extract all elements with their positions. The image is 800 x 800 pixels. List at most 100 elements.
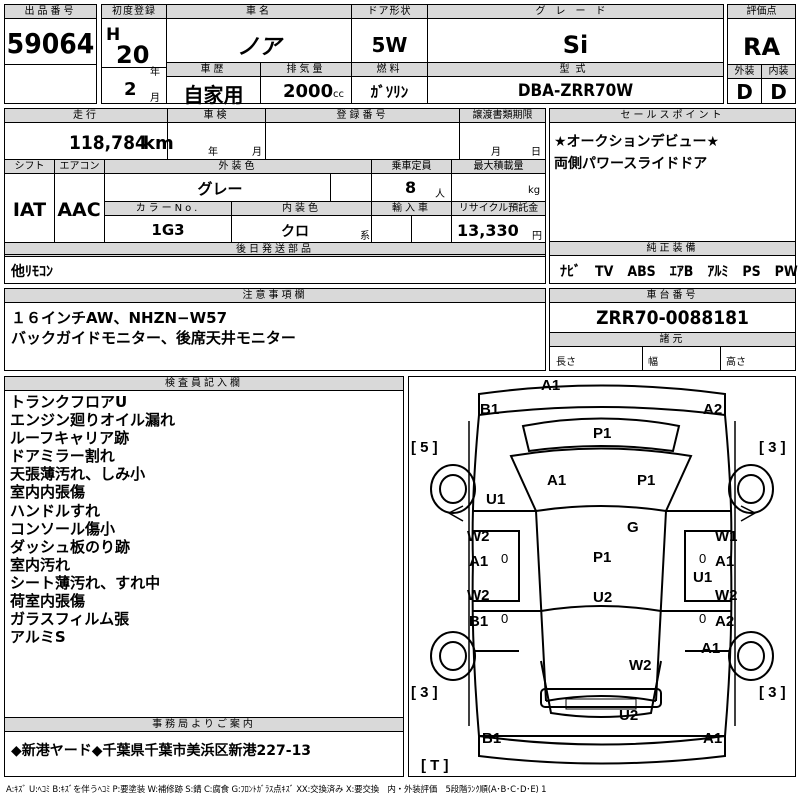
mileage-header: 走行	[5, 109, 167, 123]
inspector-line: 室内内張傷	[10, 483, 86, 502]
first-registration-header: 初度登録	[102, 5, 166, 19]
interior-grade-cell: 内装 D	[761, 64, 796, 104]
registration-month: 2	[124, 79, 137, 100]
first-registration-cell: 初度登録 H 20 年 2 月	[101, 4, 167, 104]
history-header: 車歴	[167, 63, 260, 77]
damage-label: U1	[486, 491, 506, 508]
door-cell: ドア形状 5W	[351, 4, 428, 63]
damage-label: A1	[703, 730, 723, 747]
damage-label: A1	[469, 553, 489, 570]
damage-label: W2	[629, 657, 652, 674]
displacement: 2000	[283, 81, 334, 102]
score-header: 評価点	[728, 5, 795, 19]
inspector-line: トランクフロアU	[10, 393, 128, 411]
inspector-line: ガラスフィルム張	[10, 610, 130, 629]
inspector-line: シート薄汚れ、すれ中	[10, 573, 161, 592]
lot-blank-cell	[4, 64, 97, 104]
damage-label: A2	[715, 613, 735, 630]
door-type: 5W	[371, 33, 408, 57]
inspector-header: 検査員記入欄	[5, 377, 403, 391]
later-parts: 他ﾘﾓｺﾝ	[11, 264, 53, 280]
int-color: クロ	[281, 224, 309, 240]
damage-label: 0	[501, 611, 509, 626]
damage-label: B1	[480, 401, 500, 418]
inspector-cell: 検査員記入欄 トランクフロアU エンジン廻りオイル漏れ ルーフキャリア跡 ドアミ…	[4, 376, 404, 718]
shift: IAT	[12, 199, 47, 221]
inspector-line: ドアミラー割れ	[10, 447, 115, 466]
spec-width: 幅	[648, 357, 658, 368]
damage-label: P1	[593, 425, 612, 442]
damage-label: A1	[715, 553, 735, 570]
exterior-grade-header: 外装	[728, 65, 761, 79]
spec-length: 長さ	[556, 357, 576, 368]
chassis-header: 車台番号	[550, 289, 795, 303]
note-2: バックガイドモニター、後席天井モニター	[11, 329, 296, 347]
spec-height: 高さ	[726, 357, 746, 368]
ext-color-header: 外装色	[104, 160, 371, 174]
exterior-grade-cell: 外装 D	[727, 64, 762, 104]
int-color-unit: 系	[360, 231, 370, 242]
ext-color: グレー	[197, 180, 243, 198]
chassis-cell: 車台番号 ZRR70-0088181 諸元 長さ 幅 高さ	[549, 288, 796, 371]
color-no: 1G3	[151, 221, 185, 239]
model-header: 型式	[428, 63, 723, 77]
inspection-year-unit: 年	[208, 147, 218, 158]
chassis-number: ZRR70-0088181	[596, 307, 749, 329]
sales-point-cell: セールスポイント ★オークションデビュー★ 両側パワースライドドア	[549, 108, 796, 242]
load-unit: kg	[528, 185, 541, 196]
info-grid: 走行 車検 登録番号 譲渡書類期限 118,784 km 年 月 月 日 シフト…	[4, 108, 546, 257]
damage-label: [ T ]	[421, 757, 449, 774]
inspector-line: ハンドルすれ	[10, 501, 101, 520]
damage-label: A1	[701, 640, 721, 657]
color-no-header: カラーNo.	[105, 202, 231, 216]
inspector-line: エンジン廻りオイル漏れ	[10, 411, 176, 430]
damage-label: W2	[467, 528, 490, 545]
fuel: ｶﾞｿﾘﾝ	[370, 83, 409, 101]
recycle-fee: 13,330	[457, 221, 519, 240]
model-code: DBA-ZRR70W	[517, 81, 634, 101]
damage-label: G	[627, 519, 639, 536]
exterior-grade: D	[736, 80, 753, 104]
damage-label: B1	[482, 730, 502, 747]
fuel-cell: 燃料 ｶﾞｿﾘﾝ	[351, 62, 428, 104]
mileage: 118,784	[69, 132, 147, 154]
later-parts-cell: 他ﾘﾓｺﾝ	[4, 254, 546, 284]
lot-number-header: 出品番号	[5, 5, 96, 19]
car-name-cell: 車名 ノア	[166, 4, 352, 63]
inspector-line: ダッシュ板のり跡	[10, 537, 131, 556]
options-header: 純正装備	[550, 242, 795, 256]
damage-label: [ 3 ]	[759, 684, 786, 701]
notes-header: 注意事項欄	[5, 289, 545, 303]
inspection-header: 車検	[167, 109, 265, 123]
transfer-header: 譲渡書類期限	[459, 109, 545, 123]
damage-label: B1	[469, 613, 489, 630]
fuel-header: 燃料	[352, 63, 427, 77]
door-header: ドア形状	[352, 5, 427, 19]
ac: AAC	[57, 199, 101, 221]
reg-no-header: 登録番号	[265, 109, 459, 123]
sales-point-header: セールスポイント	[550, 109, 795, 123]
recycle-header: リサイクル預託金	[451, 202, 545, 216]
shift-header: シフト	[5, 160, 54, 174]
capacity: 8	[405, 178, 417, 197]
grade-header: グレード	[428, 5, 723, 19]
max-load-header: 最大積載量	[451, 160, 545, 174]
office-address: ◆新港ヤード◆千葉県千葉市美浜区新港227-13	[11, 743, 312, 759]
legend: A:ｷｽﾞ U:ﾍｺﾐ B:ｷｽﾞを伴うﾍｺﾐ P:要塗装 W:補修跡 S:錆 …	[6, 785, 547, 795]
damage-label: W1	[715, 528, 738, 545]
options-cell: 純正装備 ﾅﾋﾞ TV ABS ｴｱB ｱﾙﾐ PS PW	[549, 241, 798, 284]
later-parts-header: 後日発送部品	[5, 243, 545, 257]
inspector-line: 室内汚れ	[10, 555, 71, 574]
damage-label: A1	[547, 472, 567, 489]
km-unit: km	[143, 133, 174, 154]
options: ﾅﾋﾞ TV ABS ｴｱB ｱﾙﾐ PS PW	[560, 264, 798, 280]
interior-grade: D	[770, 80, 787, 104]
yen-unit: 円	[532, 231, 542, 242]
damage-label: U1	[693, 569, 713, 586]
displacement-header: 排気量	[261, 63, 351, 77]
lot-number-cell: 出品番号 59064	[4, 4, 97, 65]
lot-number: 59064	[6, 27, 95, 60]
import-header: 輸入車	[371, 202, 451, 216]
month-unit: 月	[150, 93, 160, 104]
score-cell: 評価点 RA	[727, 4, 796, 65]
